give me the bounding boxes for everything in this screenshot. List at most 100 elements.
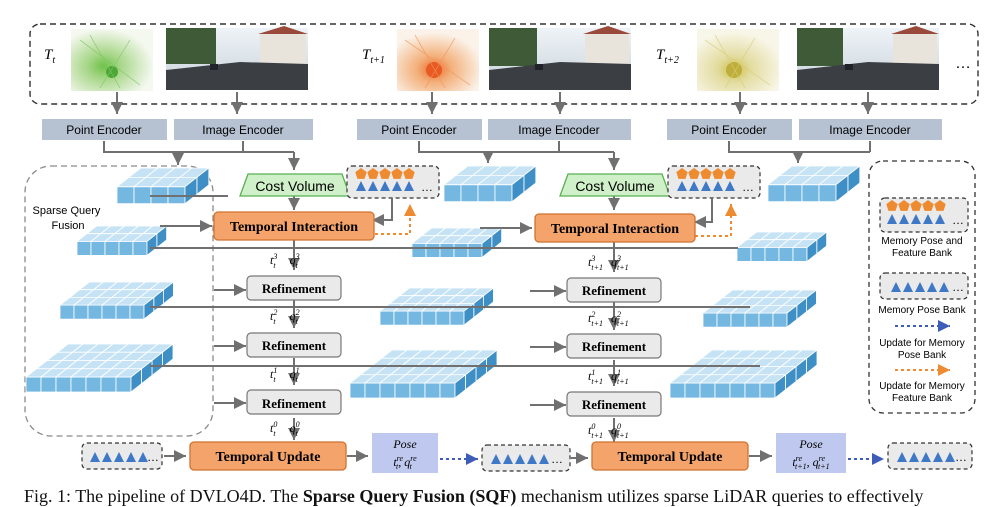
cube-grid-t-2	[58, 281, 175, 320]
cube-grid-t-1	[24, 343, 175, 393]
refinement-t1-1: Refinement	[566, 277, 662, 303]
triangle-icon	[927, 282, 937, 292]
svg-text:Feature Bank: Feature Bank	[892, 393, 953, 404]
svg-text:Refinement: Refinement	[582, 397, 647, 412]
svg-text:…: …	[952, 213, 964, 227]
cube-grid-t1-1	[348, 349, 499, 399]
temporal-update-t: Temporal Update	[189, 441, 347, 471]
cube-grid-t2-top	[766, 165, 861, 203]
triangle-icon	[899, 214, 909, 224]
cube-grid-t1-3	[410, 227, 503, 259]
refinement-t1-3: Refinement	[566, 391, 662, 417]
svg-text:…: …	[421, 180, 433, 194]
pentagon-icon	[676, 168, 688, 179]
triangle-icon	[887, 214, 897, 224]
svg-text:Image Encoder: Image Encoder	[518, 123, 599, 137]
triangle-icon	[539, 454, 549, 464]
pentagon-icon	[886, 200, 898, 211]
svg-text:Cost Volume: Cost Volume	[255, 178, 335, 194]
temporal-interaction-t1: Temporal Interaction	[534, 213, 696, 243]
triangle-icon	[897, 452, 907, 462]
svg-text:…: …	[955, 450, 967, 464]
triangle-icon	[392, 181, 402, 191]
svg-text:…: …	[742, 180, 754, 194]
svg-text:Point Encoder: Point Encoder	[691, 123, 766, 137]
image-encoder-t: Image Encoder	[174, 119, 313, 140]
svg-text:Cost Volume: Cost Volume	[575, 178, 655, 194]
frame-label-t2: Tt+2	[656, 47, 679, 66]
triangle-icon	[935, 214, 945, 224]
temporal-interaction-t: Temporal Interaction	[213, 211, 375, 241]
sparse-query-fusion-label: Sparse Query Fusion	[33, 205, 104, 232]
triangle-icon	[380, 181, 390, 191]
svg-text:Pose Bank: Pose Bank	[898, 350, 947, 361]
svg-text:Update for Memory: Update for Memory	[879, 381, 965, 392]
pentagon-icon	[922, 200, 934, 211]
refinement-t-2: Refinement	[246, 332, 342, 358]
triangle-icon	[909, 452, 919, 462]
frame-label-t: Tt	[44, 47, 55, 66]
lidar-image-t	[71, 29, 153, 91]
frames-ellipsis: …	[955, 55, 971, 72]
triangle-icon	[515, 454, 525, 464]
svg-text:Refinement: Refinement	[582, 283, 647, 298]
figure-caption: Fig. 1: The pipeline of DVLO4D. The Spar…	[24, 486, 924, 506]
triangle-icon	[90, 452, 100, 462]
cube-grid-t-top	[115, 167, 210, 205]
svg-text:Update for Memory: Update for Memory	[879, 338, 965, 349]
pentagon-icon	[898, 200, 910, 211]
legend-update-pose: Update for Memory Pose Bank	[879, 320, 965, 361]
legend-container	[868, 160, 976, 414]
svg-text:Refinement: Refinement	[262, 281, 327, 296]
pentagon-icon	[700, 168, 712, 179]
svg-text:…: …	[952, 280, 964, 294]
svg-text:Temporal Interaction: Temporal Interaction	[230, 220, 358, 235]
triangle-icon	[404, 181, 414, 191]
cube-grid-t2-3	[735, 231, 828, 263]
svg-text:Feature Bank: Feature Bank	[892, 248, 953, 259]
triangle-icon	[527, 454, 537, 464]
pentagon-icon	[391, 168, 403, 179]
cube-grid-t1-top	[442, 165, 537, 203]
triangle-icon	[923, 214, 933, 224]
svg-text:Refinement: Refinement	[582, 339, 647, 354]
image-encoder-t2: Image Encoder	[799, 119, 942, 140]
svg-text:Point Encoder: Point Encoder	[381, 123, 456, 137]
triangle-icon	[138, 452, 148, 462]
triangle-icon	[701, 181, 711, 191]
legend-memory-pose-feature: … Memory Pose and Feature Bank	[879, 197, 969, 259]
triangle-icon	[933, 452, 943, 462]
triangle-icon	[945, 452, 955, 462]
triangle-icon	[713, 181, 723, 191]
pentagon-icon	[367, 168, 379, 179]
triangle-icon	[915, 282, 925, 292]
triangle-icon	[903, 282, 913, 292]
cube-grid-t-3	[75, 225, 168, 257]
point-encoder-t1: Point Encoder	[357, 119, 482, 140]
point-encoder-t2: Point Encoder	[667, 119, 792, 140]
triangle-icon	[102, 452, 112, 462]
cube-grid-t2-2	[701, 289, 818, 328]
triangle-icon	[921, 452, 931, 462]
camera-image-t	[166, 26, 308, 90]
frame-label-t1: Tt+1	[362, 47, 385, 66]
legend-update-feature: Update for Memory Feature Bank	[879, 364, 965, 404]
pentagon-icon	[934, 200, 946, 211]
triangle-icon	[689, 181, 699, 191]
svg-text:Refinement: Refinement	[262, 338, 327, 353]
cost-volume-t1: Cost Volume	[559, 173, 671, 197]
triangle-icon	[114, 452, 124, 462]
pentagon-icon	[724, 168, 736, 179]
pentagon-icon	[403, 168, 415, 179]
cost-volume-t: Cost Volume	[239, 173, 351, 197]
